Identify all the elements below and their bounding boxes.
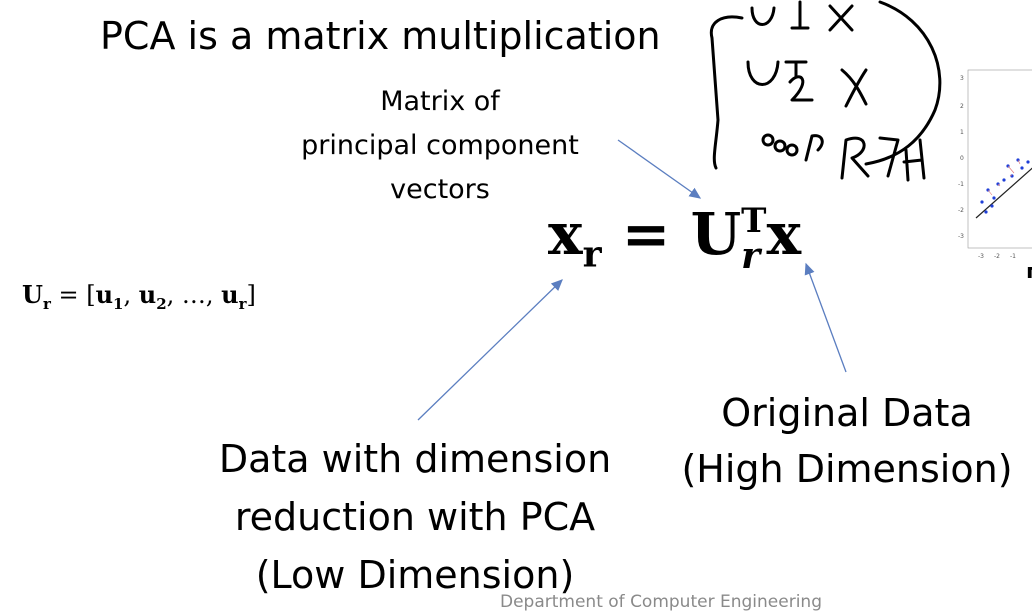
arrow-to-matrix (617, 139, 702, 199)
low-dimension-label: Data with dimension reduction with PCA (… (205, 430, 625, 604)
low-label-line-2: reduction with PCA (234, 495, 596, 539)
plot-ytick: 3 (960, 75, 964, 82)
def-ur-sub: r (238, 294, 247, 313)
orig-label-line-2: (High Dimension) (681, 447, 1013, 491)
ink-x-2 (840, 68, 868, 108)
plot-ytick: -1 (958, 181, 964, 188)
plot-xtick: -3 (978, 253, 984, 260)
ink-r-small (804, 134, 824, 162)
projection-lines (987, 159, 1021, 196)
low-label-line-1: Data with dimension (218, 437, 612, 481)
ur-definition: Ur = [u1, u2, …, ur] (22, 280, 256, 313)
ink-sub-1 (790, 0, 810, 30)
ink-x-1 (828, 4, 854, 32)
plot-ytick: 2 (960, 103, 964, 110)
ink-u1 (750, 6, 776, 26)
low-label-line-3: (Low Dimension) (255, 553, 575, 597)
matrix-label-line-1: Matrix of (380, 86, 500, 117)
equation-matrix-subscript: r (741, 235, 761, 277)
orig-label-line-1: Original Data (721, 391, 973, 435)
ink-R (840, 136, 870, 180)
equation-vector: x (766, 200, 802, 268)
arrow-to-reduced-data (417, 279, 563, 421)
equation-lhs-subscript: r (582, 233, 602, 276)
pca-scatter-thumbnail: 3 2 1 0 -1 -2 -3 -3 -2 -1 D (958, 69, 1032, 278)
ink-dot-3 (785, 143, 799, 157)
def-close-bracket: ] (246, 281, 256, 309)
plot-xtick: -2 (994, 253, 1000, 260)
equation-lhs: x (548, 200, 583, 268)
ink-H (902, 138, 926, 182)
ink-right-curve (864, 0, 942, 166)
plot-ytick: 0 (960, 155, 964, 162)
ink-7 (878, 136, 900, 178)
plot-ytick: -2 (958, 207, 964, 214)
def-lhs-sub: r (42, 294, 51, 313)
def-u2-sub: 2 (156, 294, 167, 313)
matrix-label: Matrix of principal component vectors (270, 80, 610, 212)
def-lhs: U (22, 280, 43, 309)
handwritten-annotation (709, 0, 942, 182)
equation-matrix: U (690, 200, 742, 268)
equation-equals: = (621, 200, 671, 268)
slide-title: PCA is a matrix multiplication (100, 14, 661, 58)
arrow-to-original-data (804, 262, 847, 373)
def-dots: … (181, 281, 206, 309)
def-ur: u (221, 280, 239, 309)
def-u2: u (138, 280, 157, 309)
ink-sub-2 (788, 75, 814, 102)
plot-caption: D (1026, 263, 1032, 278)
ink-left-bracket (709, 15, 744, 170)
def-equals-bracket: = [ (58, 281, 96, 309)
ink-dot-2 (773, 139, 787, 153)
ink-dot-1 (761, 133, 775, 147)
matrix-label-line-2: principal component (301, 130, 579, 161)
equation-transpose-superscript: T (741, 201, 767, 241)
matrix-label-line-3: vectors (390, 174, 490, 205)
ink-T (784, 60, 808, 78)
original-data-label: Original Data (High Dimension) (672, 385, 1022, 497)
plot-frame (967, 69, 1032, 249)
plot-xtick: -1 (1010, 253, 1016, 260)
plot-ytick: 1 (960, 129, 964, 136)
def-u1: u (95, 280, 114, 309)
principal-axis-line (975, 167, 1032, 219)
plot-ytick: -3 (958, 233, 964, 240)
ink-u2 (746, 60, 780, 86)
def-u1-sub: 1 (113, 294, 124, 313)
